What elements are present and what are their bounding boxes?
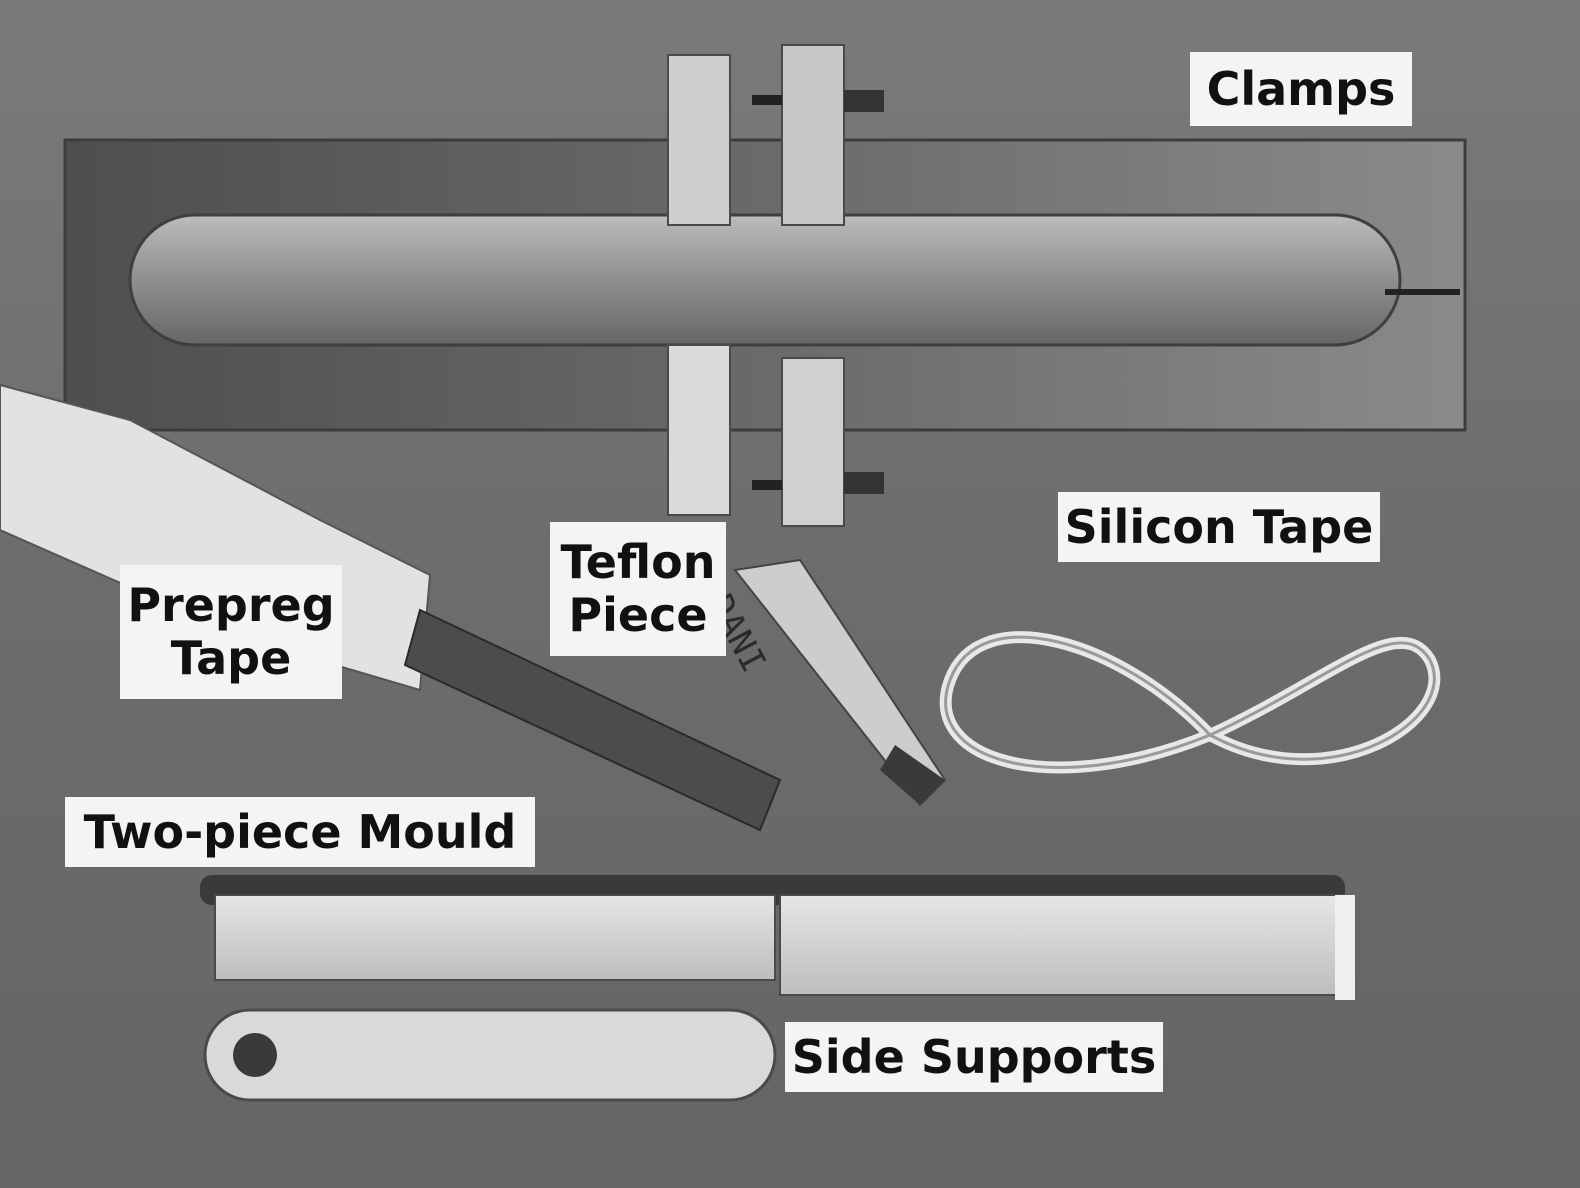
label-clamps: Clamps: [1190, 52, 1412, 126]
label-teflon-piece: Teflon Piece: [550, 522, 726, 656]
label-side-supports: Side Supports: [785, 1022, 1163, 1092]
clamp-bottom-right: [752, 357, 884, 527]
clamp-top-right: [752, 44, 884, 226]
side-supports: [203, 1008, 777, 1102]
teflon-piece: [733, 558, 947, 807]
label-two-piece-mould: Two-piece Mould: [65, 797, 535, 867]
two-piece-mould: [200, 875, 1355, 1000]
label-silicon-tape: Silicon Tape: [1058, 492, 1380, 562]
label-prepreg-tape: Prepreg Tape: [120, 565, 342, 699]
clamp-top-left: [667, 54, 731, 226]
clamp-bottom-left: [667, 344, 731, 516]
silicon-tape: [939, 631, 1441, 774]
mould-plate: [63, 138, 1467, 432]
